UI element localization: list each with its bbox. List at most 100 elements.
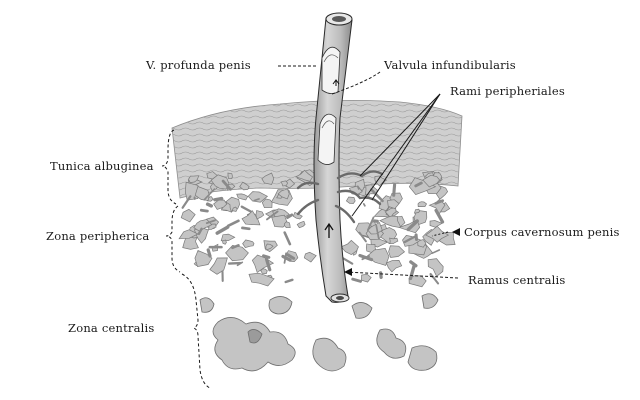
trabecula (264, 257, 272, 272)
ramus-arrowhead (344, 268, 352, 276)
trabecula (284, 278, 294, 284)
trabecula (403, 235, 416, 244)
zona-centralis-network (199, 293, 439, 372)
trabecula (366, 216, 375, 232)
trabecula (253, 198, 260, 202)
cavernous-space (295, 169, 313, 182)
rami-peripheriales-branches (296, 170, 384, 224)
cavernous-space (210, 174, 230, 190)
cavernous-space (242, 239, 255, 249)
cavernous-space (247, 191, 269, 203)
cavernous-space (265, 243, 274, 251)
trabecula (434, 208, 445, 224)
label-rami-peripheriales: Rami peripheriales (450, 84, 565, 98)
trabecula (241, 226, 251, 231)
cavernous-space (231, 206, 238, 212)
vena-profunda-vessel (313, 12, 353, 303)
label-ramus-centralis: Ramus centralis (468, 273, 566, 287)
cavernous-space (413, 208, 421, 214)
cavernous-space (284, 221, 291, 229)
trabecula (215, 225, 230, 235)
cavernous-space (261, 172, 275, 185)
cavernous-space (417, 239, 427, 248)
cavernous-space (271, 214, 288, 228)
cavernous-space (193, 227, 209, 244)
cavernous-space (209, 257, 228, 275)
trabecula (370, 188, 384, 203)
trabecula (375, 224, 380, 240)
trabecula (197, 227, 203, 236)
cavernous-space (180, 208, 196, 223)
zone-brackets (161, 129, 211, 389)
trabecula (199, 208, 209, 213)
trabecula (240, 205, 252, 213)
leader-lines (278, 65, 459, 279)
trabecula (283, 231, 292, 246)
trabecula (281, 254, 292, 262)
cavernous-space (417, 201, 427, 208)
cavernous-space (248, 272, 275, 287)
cavernous-space (385, 260, 403, 273)
cavernous-space (260, 268, 268, 274)
cavernous-space (280, 180, 289, 187)
trabecula (266, 210, 279, 221)
trabecula (431, 249, 441, 255)
cavernous-space (427, 258, 444, 277)
cavernous-space (255, 210, 265, 220)
trabecula (408, 263, 416, 281)
cavernous-space (220, 233, 236, 242)
trabecula (227, 261, 242, 265)
trabecula (226, 219, 240, 228)
label-valvula-infundibularis: Valvula infundibularis (384, 58, 516, 72)
cavernous-space (402, 235, 422, 247)
cavernous-space (388, 245, 406, 258)
cavernous-space (241, 210, 261, 226)
label-corpus-cavernosum-penis: Corpus cavernosum penis (464, 225, 620, 239)
cavernous-space (227, 172, 233, 179)
cavernous-space (277, 188, 290, 200)
cavernous-space (374, 175, 388, 187)
cavernous-space (194, 186, 210, 201)
corpus-arrowhead (452, 228, 460, 236)
trabecula (205, 202, 213, 208)
cavernous-space (188, 175, 200, 183)
cavernous-space (239, 181, 250, 191)
label-zona-centralis: Zona centralis (68, 321, 155, 335)
cavernous-space (379, 215, 402, 229)
cavernous-space (178, 229, 199, 240)
trabecula (283, 252, 287, 264)
trabecula (392, 183, 397, 197)
label-v-profunda-penis: V. profunda penis (146, 58, 251, 72)
trabecula (231, 244, 240, 250)
trabecula (236, 261, 244, 267)
cavernous-space (408, 275, 427, 288)
trabecula (206, 248, 212, 258)
zona-peripherica-network (178, 169, 456, 288)
trabecula (286, 213, 294, 219)
cavernous-space (303, 251, 317, 263)
cavernous-space (261, 198, 273, 209)
cavernous-space (429, 220, 443, 228)
trabecula (205, 219, 216, 225)
trabecula (429, 272, 440, 285)
trabecula (351, 277, 362, 283)
trabecula (203, 188, 216, 201)
cavernous-space (194, 250, 213, 268)
trabecula (358, 231, 367, 243)
cavernous-space (213, 199, 228, 210)
trabecula (414, 181, 423, 188)
trabecula (341, 256, 354, 265)
cavernous-space (387, 199, 400, 210)
label-zona-peripherica: Zona peripherica (46, 229, 150, 243)
cavernous-space (389, 237, 399, 245)
trabecula (286, 253, 296, 260)
trabecula (356, 185, 360, 190)
cavernous-space (425, 225, 450, 243)
cavernous-space (222, 239, 227, 245)
cavernous-space (296, 220, 306, 229)
trabecula (406, 219, 419, 232)
cavernous-space (220, 201, 233, 213)
trabecula (262, 254, 271, 259)
